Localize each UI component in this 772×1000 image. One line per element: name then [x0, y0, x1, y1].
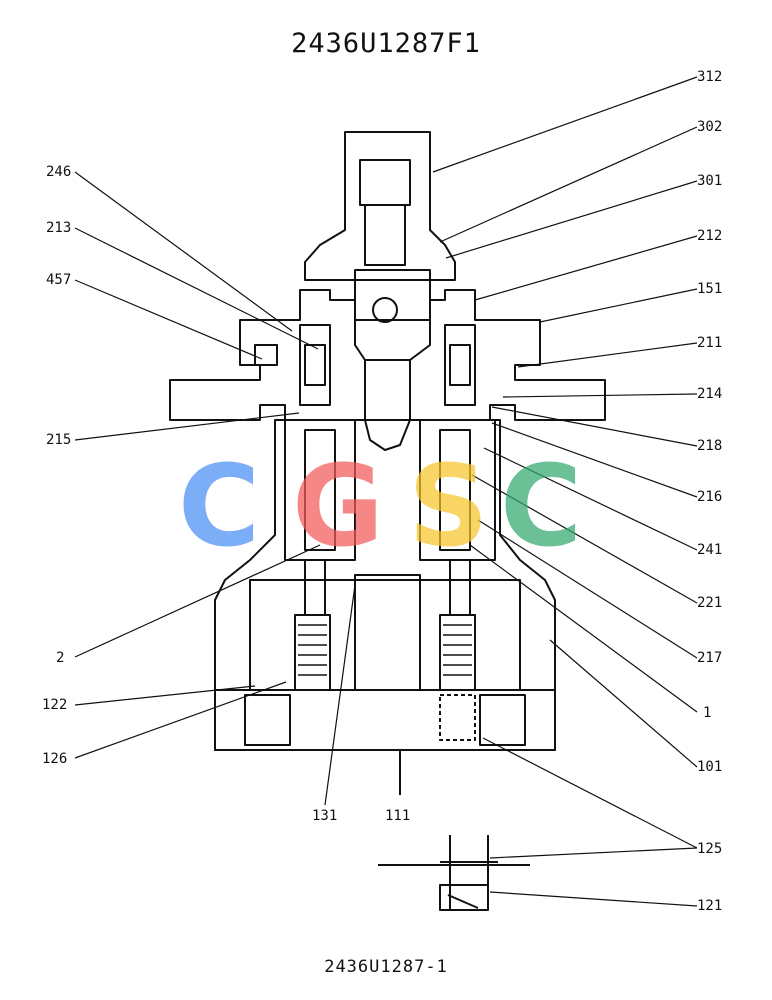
left-spring-chamber-upper [299, 324, 331, 406]
callout-211: 211 [697, 335, 722, 351]
bolt-head [254, 344, 278, 366]
right-retainer [449, 344, 471, 386]
watermark: C G S C [178, 442, 582, 572]
callout-457: 457 [46, 272, 71, 288]
right-spring-chamber-upper [444, 324, 476, 406]
callout-221: 221 [697, 595, 722, 611]
right-lower-stem [449, 559, 471, 616]
plunger-head [354, 269, 431, 361]
callout-101: 101 [697, 759, 722, 775]
right-spring-coils [443, 624, 472, 676]
drawing-caption: 2436U1287-1 [324, 957, 448, 977]
base-plate [214, 689, 556, 751]
top-cap-outline [304, 131, 456, 281]
left-spring-coils [298, 624, 327, 676]
right-lower-spring [439, 614, 476, 691]
callout-125: 125 [697, 841, 722, 857]
watermark-letter-c1: C [178, 442, 260, 572]
watermark-letter-c2: C [500, 442, 582, 572]
left-spool [304, 429, 336, 551]
callout-111: 111 [385, 808, 410, 824]
right-port-plug [479, 694, 526, 746]
drawing-title: 2436U1287F1 [291, 28, 481, 59]
callout-213: 213 [46, 220, 71, 236]
callout-241: 241 [697, 542, 722, 558]
right-spool [439, 429, 471, 551]
upper-housing [169, 289, 606, 421]
callout-246: 246 [46, 164, 71, 180]
callout-1: 1 [703, 705, 711, 721]
callout-218: 218 [697, 438, 722, 454]
callout-151: 151 [697, 281, 722, 297]
left-callouts: 246 213 457 215 2 122 126 [42, 164, 71, 767]
left-retainer [304, 344, 326, 386]
orifice-plug [439, 694, 476, 741]
lower-cavity [249, 579, 521, 691]
detail-view [378, 835, 530, 911]
watermark-letter-s: S [408, 442, 489, 572]
plunger-rod [364, 359, 411, 451]
bottom-callouts: 131 111 [312, 808, 410, 824]
center-plug [354, 574, 421, 691]
watermark-letter-g: G [292, 442, 384, 572]
cap-stem [364, 204, 406, 266]
left-port-plug [244, 694, 291, 746]
cap-nut [359, 159, 411, 206]
callout-312: 312 [697, 69, 722, 85]
left-lower-stem [304, 559, 326, 616]
left-lower-spring [294, 614, 331, 691]
plunger-pin [372, 297, 398, 323]
callout-216: 216 [697, 489, 722, 505]
callout-122: 122 [42, 697, 67, 713]
callout-301: 301 [697, 173, 722, 189]
callout-126: 126 [42, 751, 67, 767]
callout-215: 215 [46, 432, 71, 448]
callout-217: 217 [697, 650, 722, 666]
callout-2: 2 [56, 650, 64, 666]
callout-302: 302 [697, 119, 722, 135]
callout-131: 131 [312, 808, 337, 824]
callout-214: 214 [697, 386, 722, 402]
callout-121: 121 [697, 898, 722, 914]
callout-212: 212 [697, 228, 722, 244]
right-callouts: 312 302 301 212 151 211 214 218 216 241 … [697, 69, 722, 914]
